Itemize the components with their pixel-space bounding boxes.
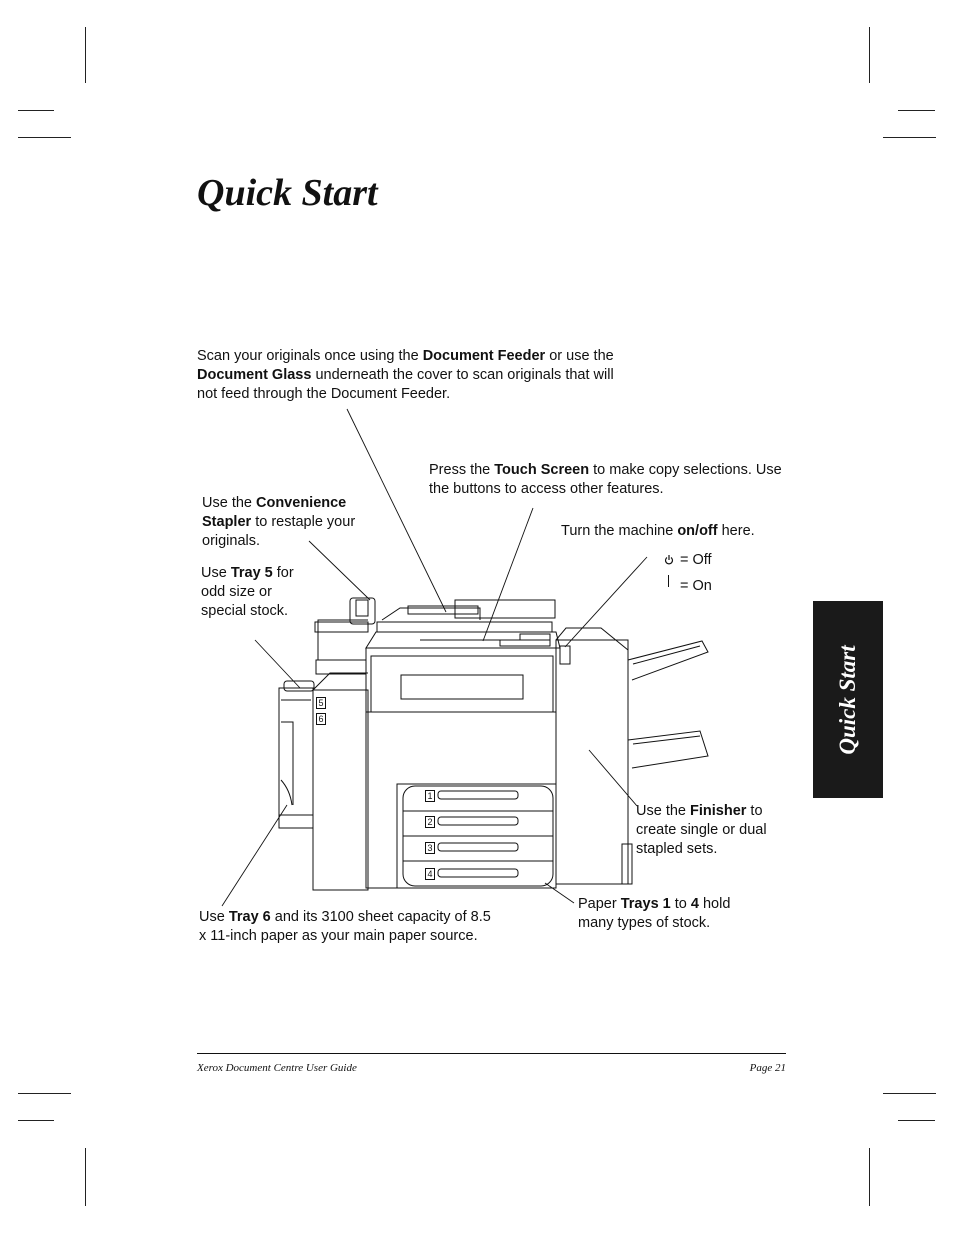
footer-page-number: Page 21 xyxy=(749,1062,786,1074)
side-tab-label: Quick Start xyxy=(835,644,860,755)
power-on-label: = On xyxy=(680,578,712,594)
footer-guide-title: Xerox Document Centre User Guide xyxy=(197,1062,357,1074)
callout-trays-1-4: Paper Trays 1 to 4 hold many types of st… xyxy=(578,896,731,931)
callout-power: Turn the machine on/off here. xyxy=(561,523,755,539)
footer-rule xyxy=(197,1053,786,1054)
tray-label-6: 6 xyxy=(316,713,326,725)
crop-mark xyxy=(18,1120,54,1121)
crop-mark xyxy=(18,1093,71,1094)
side-module xyxy=(312,597,376,891)
crop-mark xyxy=(883,1093,936,1094)
crop-mark xyxy=(18,137,71,138)
tray-label-3: 3 xyxy=(425,842,435,854)
main-body xyxy=(365,647,557,889)
power-off-icon xyxy=(664,554,674,569)
callout-scan: Scan your originals once using the Docum… xyxy=(197,348,614,402)
finisher-unit xyxy=(555,627,709,885)
crop-mark xyxy=(898,110,935,111)
power-on-icon xyxy=(668,575,669,587)
crop-mark xyxy=(869,1148,870,1206)
document-feeder xyxy=(365,599,561,649)
crop-mark xyxy=(898,1120,935,1121)
side-tab: Quick Start xyxy=(813,601,883,798)
crop-mark xyxy=(869,27,870,83)
callout-tray6: Use Tray 6 and its 3100 sheet capacity o… xyxy=(199,909,491,944)
tray-6-unit xyxy=(278,680,315,829)
tray-label-2: 2 xyxy=(425,816,435,828)
callout-tray5: Use Tray 5 for odd size or special stock… xyxy=(201,565,294,619)
callout-stapler: Use the Convenience Stapler to restaple … xyxy=(202,495,356,549)
leader-lines xyxy=(221,408,648,907)
power-off-label: = Off xyxy=(680,552,712,568)
crop-mark xyxy=(883,137,936,138)
page-title: Quick Start xyxy=(197,172,378,214)
crop-mark xyxy=(18,110,54,111)
callout-touch-screen: Press the Touch Screen to make copy sele… xyxy=(429,462,782,497)
tray-label-4: 4 xyxy=(425,868,435,880)
tray-label-1: 1 xyxy=(425,790,435,802)
tray-label-5: 5 xyxy=(316,697,326,709)
crop-mark xyxy=(85,27,86,83)
crop-mark xyxy=(85,1148,86,1206)
callout-finisher: Use the Finisher to create single or dua… xyxy=(636,803,767,857)
